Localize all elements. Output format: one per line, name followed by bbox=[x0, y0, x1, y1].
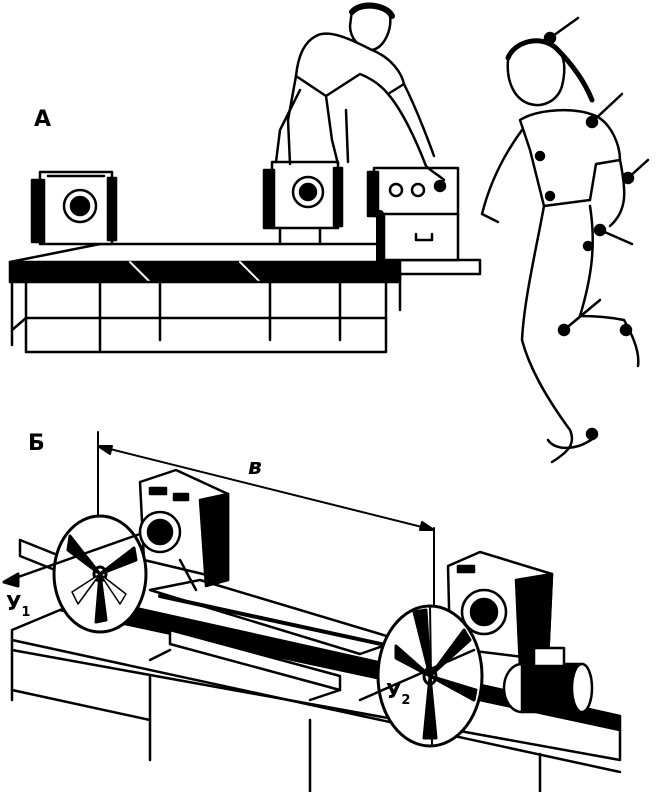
camera-a-left bbox=[30, 170, 118, 246]
panel-a: А bbox=[8, 2, 482, 354]
camera-b-left bbox=[138, 468, 230, 592]
bench-a-top bbox=[8, 260, 402, 284]
control-box-a bbox=[366, 166, 460, 264]
axis-y1-label: У1 bbox=[6, 591, 30, 620]
panel-b: Б в bbox=[2, 431, 622, 792]
motor-b bbox=[502, 646, 594, 714]
camera-a-middle bbox=[262, 160, 344, 246]
bench-a bbox=[8, 242, 482, 354]
disc-y1 bbox=[2, 514, 148, 634]
distance-label: в bbox=[248, 455, 262, 480]
distance-dimension bbox=[97, 431, 435, 613]
operator-figure bbox=[274, 2, 446, 182]
panel-b-label: Б bbox=[28, 431, 45, 456]
panel-a-label: А bbox=[34, 107, 51, 132]
disc-y2 bbox=[358, 604, 484, 748]
runner-figure bbox=[480, 16, 650, 464]
axis-y2-label: У2 bbox=[386, 679, 410, 708]
rails-b bbox=[18, 538, 402, 702]
